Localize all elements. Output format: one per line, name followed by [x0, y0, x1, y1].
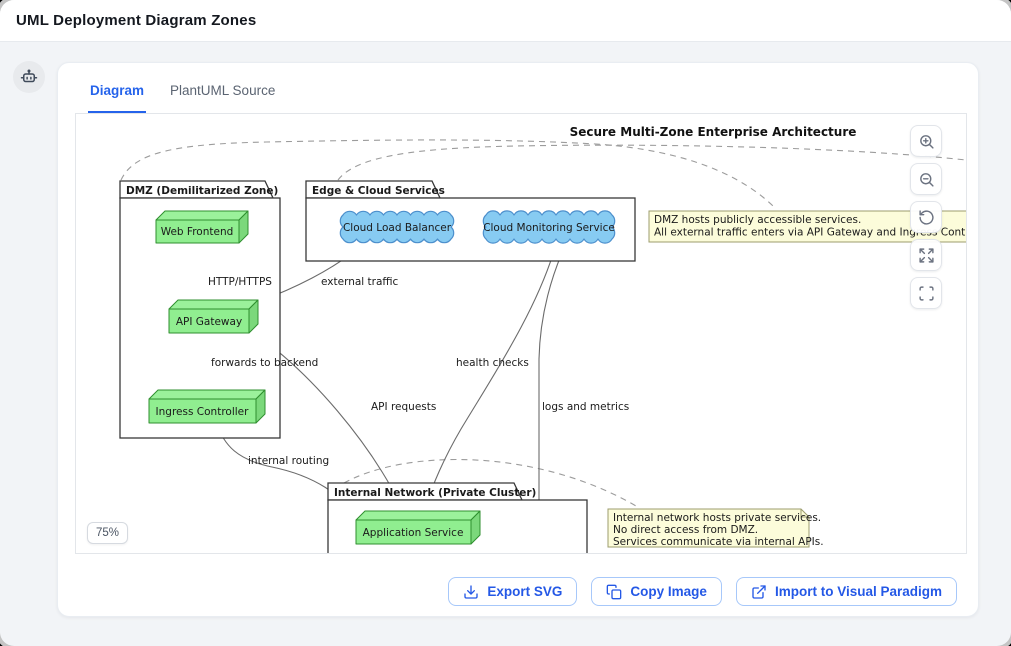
expand-icon	[918, 247, 934, 263]
zoom-in-icon	[919, 134, 934, 149]
label-forwards: forwards to backend	[211, 357, 318, 369]
copy-image-label: Copy Image	[630, 584, 707, 599]
node-web-frontend-label: Web Frontend	[161, 226, 234, 238]
note-internal-line2: No direct access from DMZ.	[613, 524, 758, 536]
uml-deployment-diagram: Secure Multi-Zone Enterprise Architectur…	[119, 125, 966, 553]
note-link-edge	[337, 144, 966, 181]
node-application-service-label: Application Service	[363, 527, 464, 539]
label-internal-routing: internal routing	[248, 455, 329, 467]
zoom-controls	[910, 125, 942, 309]
package-internal-label: Internal Network (Private Cluster)	[334, 487, 536, 499]
page-title: UML Deployment Diagram Zones	[16, 12, 257, 29]
rotate-ccw-icon	[918, 209, 934, 225]
label-logs-metrics: logs and metrics	[542, 401, 629, 413]
action-buttons: Export SVG Copy Image Import to Visual P…	[448, 577, 957, 606]
tab-bar: Diagram PlantUML Source	[58, 63, 978, 113]
package-edge-label: Edge & Cloud Services	[312, 185, 445, 197]
label-external-traffic: external traffic	[321, 276, 399, 288]
node-ingress-controller	[148, 389, 266, 424]
cloud-load-balancer-label: Cloud Load Balancer	[343, 222, 452, 234]
tab-plantuml-source[interactable]: PlantUML Source	[170, 83, 276, 98]
diagram-title: Secure Multi-Zone Enterprise Architectur…	[570, 125, 857, 139]
import-visual-paradigm-label: Import to Visual Paradigm	[774, 584, 942, 599]
label-api-requests: API requests	[371, 401, 436, 413]
reset-view-button[interactable]	[910, 201, 942, 233]
node-api-gateway-label: API Gateway	[176, 316, 242, 328]
export-svg-label: Export SVG	[487, 584, 563, 599]
title-bar: UML Deployment Diagram Zones	[0, 0, 1011, 42]
copy-image-button[interactable]: Copy Image	[591, 577, 722, 606]
external-link-icon	[752, 584, 766, 599]
note-internal-line1: Internal network hosts private services.	[613, 512, 821, 524]
note-link-dmz	[120, 139, 777, 210]
note-link-internal	[343, 458, 637, 507]
cloud-monitoring-service	[482, 210, 616, 244]
cloud-load-balancer	[339, 210, 455, 244]
node-api-gateway	[168, 299, 259, 334]
note-dmz-line2: All external traffic enters via API Gate…	[654, 227, 966, 239]
package-dmz-label: DMZ (Demilitarized Zone)	[126, 185, 278, 197]
zoom-level-badge: 75%	[87, 522, 129, 544]
fullscreen-button[interactable]	[910, 277, 942, 309]
zoom-out-icon	[919, 172, 934, 187]
import-visual-paradigm-button[interactable]: Import to Visual Paradigm	[735, 577, 957, 606]
edge-health-checks	[424, 243, 557, 508]
diagram-card: Diagram PlantUML Source Secure Multi-Zon…	[57, 62, 979, 617]
copy-icon	[607, 584, 622, 599]
zoom-out-button[interactable]	[910, 163, 942, 195]
node-web-frontend	[155, 210, 249, 244]
diagram-canvas[interactable]: Secure Multi-Zone Enterprise Architectur…	[75, 113, 967, 554]
export-svg-button[interactable]: Export SVG	[448, 577, 578, 606]
download-icon	[464, 584, 479, 599]
note-internal-line3: Services communicate via internal APIs.	[613, 536, 824, 548]
label-http: HTTP/HTTPS	[208, 276, 272, 288]
note-internal: Internal network hosts private services.…	[607, 508, 824, 548]
bot-button[interactable]	[13, 61, 45, 93]
node-ingress-controller-label: Ingress Controller	[156, 406, 250, 418]
note-dmz-line1: DMZ hosts publicly accessible services.	[654, 214, 861, 226]
zoom-in-button[interactable]	[910, 125, 942, 157]
expand-button[interactable]	[910, 239, 942, 271]
label-health-checks: health checks	[456, 357, 529, 369]
robot-icon	[20, 69, 38, 83]
cloud-monitoring-service-label: Cloud Monitoring Service	[483, 222, 615, 234]
tab-diagram[interactable]: Diagram	[88, 77, 147, 113]
fullscreen-icon	[918, 285, 934, 301]
node-application-service	[355, 510, 481, 545]
